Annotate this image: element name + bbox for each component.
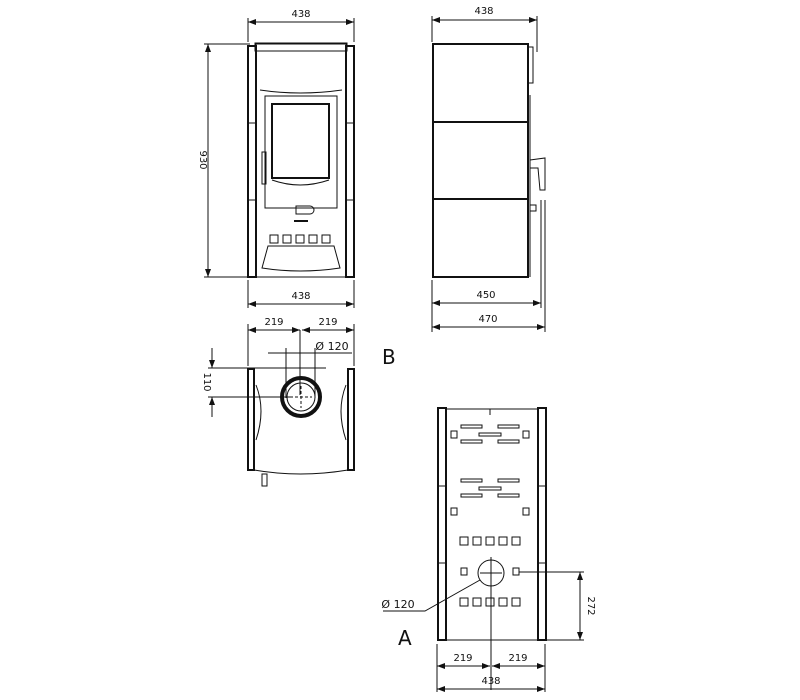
front-height-label: 930 xyxy=(197,150,208,169)
top-half-left-label: 219 xyxy=(264,317,283,328)
top-flue-diameter-label: Ø 120 xyxy=(315,340,348,353)
front-view: 438 930 438 xyxy=(197,9,355,308)
view-label-a: A xyxy=(398,626,412,650)
top-view: 219 219 Ø 120 110 B xyxy=(201,317,396,487)
side-width-top-label: 438 xyxy=(474,6,493,17)
top-half-right-label: 219 xyxy=(318,317,337,328)
front-width-top-label: 438 xyxy=(291,9,310,20)
top-flue-offset-label: 110 xyxy=(201,372,212,391)
rear-width-label: 438 xyxy=(481,676,500,687)
side-depth-total-label: 470 xyxy=(478,314,497,325)
side-depth-label: 450 xyxy=(476,290,495,301)
front-width-bottom-label: 438 xyxy=(291,291,310,302)
view-label-b: B xyxy=(382,345,396,369)
rear-flue-height-label: 272 xyxy=(585,596,596,615)
rear-half-right-label: 219 xyxy=(508,653,527,664)
side-view: 438 450 470 xyxy=(431,6,546,332)
rear-view: 272 Ø 120 A 219 219 438 xyxy=(381,407,596,692)
rear-half-left-label: 219 xyxy=(453,653,472,664)
flue-outlet xyxy=(280,376,322,418)
rear-flue-diameter-label: Ø 120 xyxy=(381,598,414,611)
rear-vents xyxy=(450,424,530,607)
air-vents-row xyxy=(269,234,331,244)
